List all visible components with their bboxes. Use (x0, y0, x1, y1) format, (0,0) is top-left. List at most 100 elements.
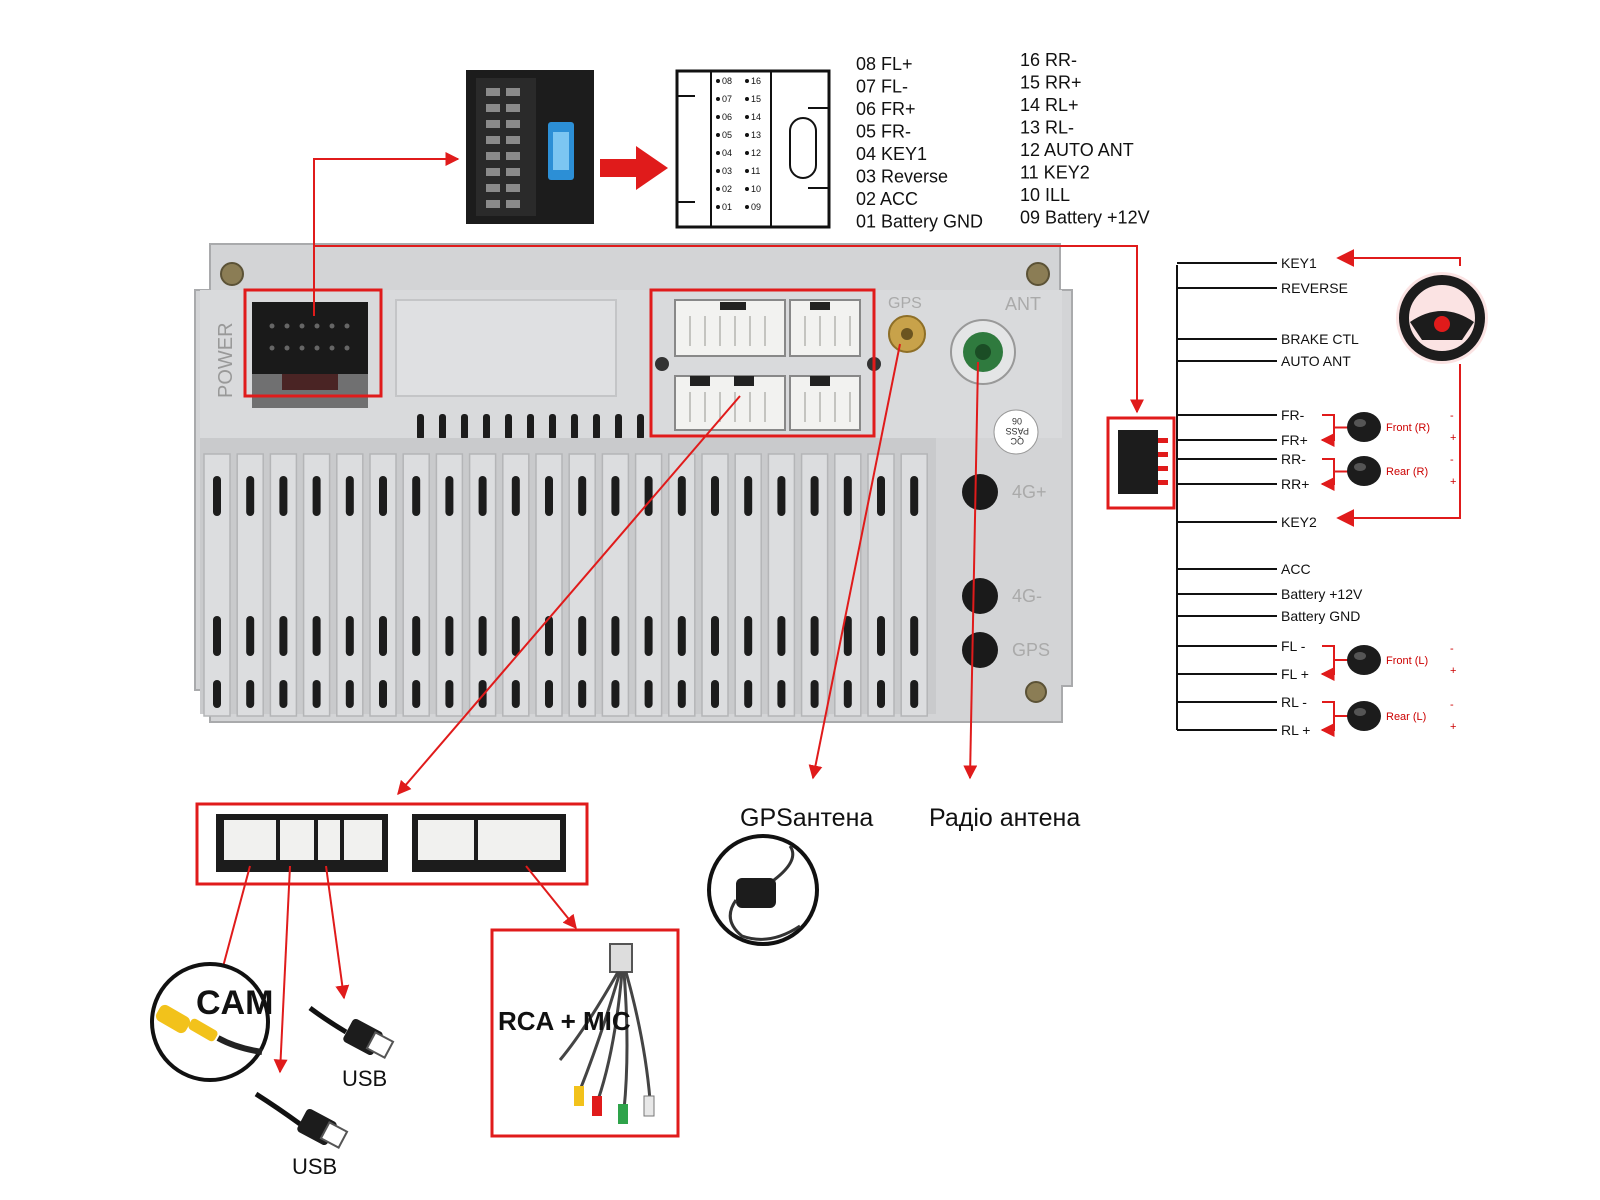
heatsink-ribs (203, 453, 928, 717)
screw-icon (220, 262, 244, 286)
speaker-icon (1347, 412, 1381, 442)
arrow-to-aux-connectors (397, 395, 741, 796)
pinout-number: 06 (722, 112, 732, 122)
head-unit: POWER GPS ANT QC PASS 06 (194, 243, 1073, 723)
pin-label: 08 FL+ (856, 54, 913, 74)
pin-label: 01 Battery GND (856, 212, 983, 232)
pinout-number: 12 (751, 148, 761, 158)
4g-plus-port-icon (962, 474, 998, 510)
steering-wheel-icon (1396, 272, 1488, 364)
rca-cables-icon (558, 971, 652, 1111)
polarity-plus: + (1450, 432, 1456, 444)
ant-port-label: ANT (1005, 294, 1041, 314)
wire-label: Battery GND (1281, 608, 1360, 624)
pin-label: 04 KEY1 (856, 144, 927, 164)
wire-label: RL + (1281, 722, 1310, 738)
pinout-number: 04 (722, 148, 732, 158)
speaker-icon (1347, 645, 1381, 675)
svg-text:PASS: PASS (1006, 426, 1029, 436)
arrow-to-cam (216, 865, 251, 980)
radio-antenna-caption: Радіо антена (929, 804, 1080, 832)
rca-mic-label: RCA + MIC (498, 1006, 631, 1036)
pin-label: 06 FR+ (856, 99, 916, 119)
gps-sub-port-icon (962, 632, 998, 668)
pinout-number: 14 (751, 112, 761, 122)
port-4g-minus-label: 4G- (1012, 586, 1042, 606)
screw-icon (1026, 262, 1050, 286)
pin-label: 05 FR- (856, 122, 911, 142)
wire-label: KEY2 (1281, 514, 1317, 530)
gps-port-label: GPS (888, 295, 922, 312)
wire-label: FL + (1281, 666, 1309, 682)
pin-label: 13 RL- (1020, 118, 1074, 138)
big-red-arrow-icon (600, 146, 668, 190)
pinout-number: 11 (751, 166, 760, 176)
pin-label: 03 Reverse (856, 167, 948, 187)
pinout-number: 09 (751, 202, 761, 212)
arrow-to-usb-2 (273, 865, 291, 1074)
pin-label: 14 RL+ (1020, 95, 1079, 115)
usb-label-2: USB (292, 1154, 337, 1179)
pinout-number: 01 (722, 202, 732, 212)
wire-label: ACC (1281, 561, 1311, 577)
pinout-number: 10 (751, 184, 761, 194)
qc-pass-sticker: QC PASS 06 (993, 409, 1039, 455)
pinout-number: 05 (722, 130, 732, 140)
pin-label: 11 KEY2 (1020, 163, 1090, 183)
harness-pins (486, 88, 520, 208)
pin-label: 16 RR- (1020, 50, 1077, 70)
pin-label: 07 FL- (856, 77, 908, 97)
arrow-to-usb-1 (325, 865, 350, 1000)
pinout-number: 13 (751, 130, 761, 140)
speaker-label: Front (L) (1386, 655, 1428, 667)
pinout-number: 03 (722, 166, 732, 176)
wire-label: RR+ (1281, 476, 1309, 492)
polarity-plus: + (1450, 476, 1456, 488)
pin-label: 10 ILL (1020, 185, 1070, 205)
wire-label: AUTO ANT (1281, 353, 1351, 369)
port-gps-label: GPS (1012, 640, 1050, 660)
wire-label: FR+ (1281, 432, 1308, 448)
aux-connector-block (195, 802, 589, 886)
cam-label: CAM (196, 984, 273, 1022)
arrow-to-gps-antenna (808, 343, 901, 780)
polarity-plus: + (1450, 665, 1456, 677)
speaker-group: Front (R)-+Rear (R)-+Front (L)-+Rear (L)… (1347, 410, 1456, 733)
speaker-label: Rear (R) (1386, 466, 1428, 478)
arrow-key1 (1336, 249, 1461, 267)
svg-text:QC: QC (1010, 436, 1024, 446)
wire-label: FL - (1281, 638, 1306, 654)
wire-label: RL - (1281, 694, 1307, 710)
pin-label-list: 08 FL+ 07 FL-06 FR+ 05 FR-04 KEY1 03 Revers… (856, 50, 1150, 232)
wire-label: REVERSE (1281, 280, 1348, 296)
port-4g-plus-label: 4G+ (1012, 482, 1047, 502)
usb-label-1: USB (342, 1066, 387, 1091)
arrow-to-rca-mic (525, 865, 577, 930)
speaker-label: Front (R) (1386, 422, 1430, 434)
rca-mic-box (490, 928, 680, 1138)
polarity-plus: + (1450, 721, 1456, 733)
arrow-to-wire-connector (314, 245, 1144, 414)
harness-connector-photo (466, 70, 594, 224)
multiport-highlight-box (649, 288, 876, 438)
screw-icon (1025, 681, 1047, 703)
cam-cable-icon (150, 962, 270, 1082)
power-socket (252, 302, 368, 374)
arrow-key2 (1336, 364, 1461, 527)
speaker-icon (1347, 701, 1381, 731)
arrow-power-to-harness (313, 152, 460, 316)
usb-cable-icon (254, 1091, 349, 1149)
pin-label: 15 RR+ (1020, 73, 1082, 93)
pinout-number: 15 (751, 94, 761, 104)
polarity-minus: - (1450, 699, 1454, 711)
vent-slots (417, 414, 644, 440)
pinout-number: 08 (722, 76, 732, 86)
speaker-label: Rear (L) (1386, 711, 1426, 723)
wire-label: BRAKE CTL (1281, 331, 1359, 347)
pin-label: 09 Battery +12V (1020, 208, 1150, 228)
polarity-minus: - (1450, 643, 1454, 655)
